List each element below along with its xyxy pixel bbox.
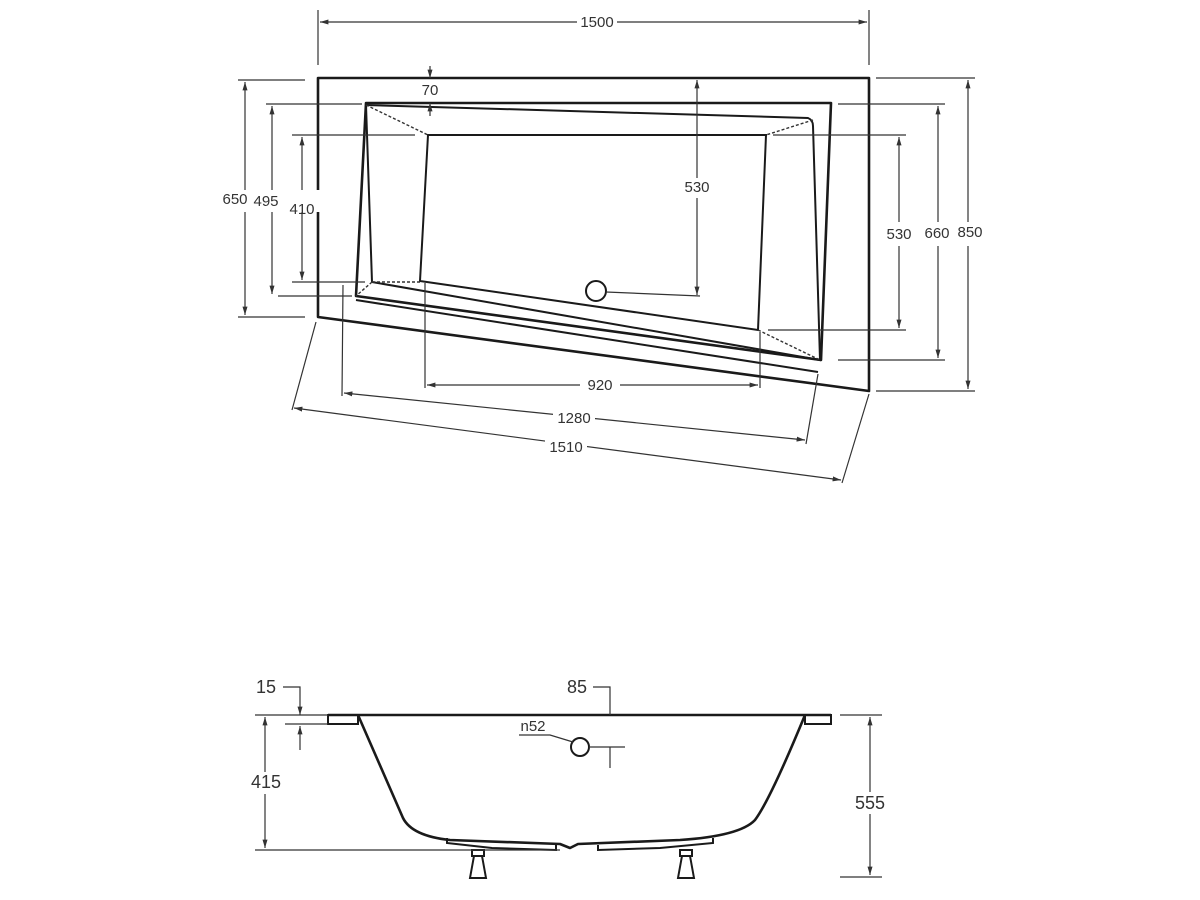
- overflow-icon: [570, 737, 590, 757]
- right-rim-ledge: [804, 714, 832, 725]
- dim-left-inner-depth: 410: [289, 201, 314, 218]
- dim-overall-length: 1500: [580, 14, 613, 31]
- drain-icon: [585, 280, 607, 302]
- dim-overflow-diameter: n52: [520, 718, 545, 735]
- dim-left-rim-depth: 495: [253, 193, 278, 210]
- dim-tub-height: 415: [251, 772, 281, 792]
- dim-rim-width: 70: [422, 82, 439, 99]
- dim-rim-thickness: 15: [256, 677, 276, 697]
- adjustable-foot-left: [468, 849, 488, 879]
- tub-body-outline: [356, 714, 807, 850]
- dim-right-outer-depth: 850: [957, 224, 982, 241]
- dim-drain-offset: 530: [684, 179, 709, 196]
- dim-bottom-rim-length: 1280: [557, 410, 590, 427]
- left-rim-ledge: [327, 714, 359, 725]
- basin-upper-outline: [364, 103, 822, 362]
- dim-right-inner-depth: 530: [886, 226, 911, 243]
- dim-bottom-inner-length: 920: [587, 377, 612, 394]
- top-view: 1500 70 530 650 495 410 530 660 850 920: [220, 10, 986, 484]
- dim-total-height: 555: [855, 793, 885, 813]
- outer-rim-outline: [316, 76, 871, 393]
- side-view: 15 85 n52 415 555: [248, 677, 890, 879]
- dim-bottom-outer-length: 1510: [549, 439, 582, 456]
- rim-lower-line: [355, 299, 819, 373]
- dashed-edges: [355, 104, 821, 361]
- dim-left-outer-depth: 650: [222, 191, 247, 208]
- dim-overflow-offset: 85: [567, 677, 587, 697]
- dim-right-rim-depth: 660: [924, 225, 949, 242]
- adjustable-foot-right: [676, 849, 696, 879]
- support-frame: [446, 838, 714, 852]
